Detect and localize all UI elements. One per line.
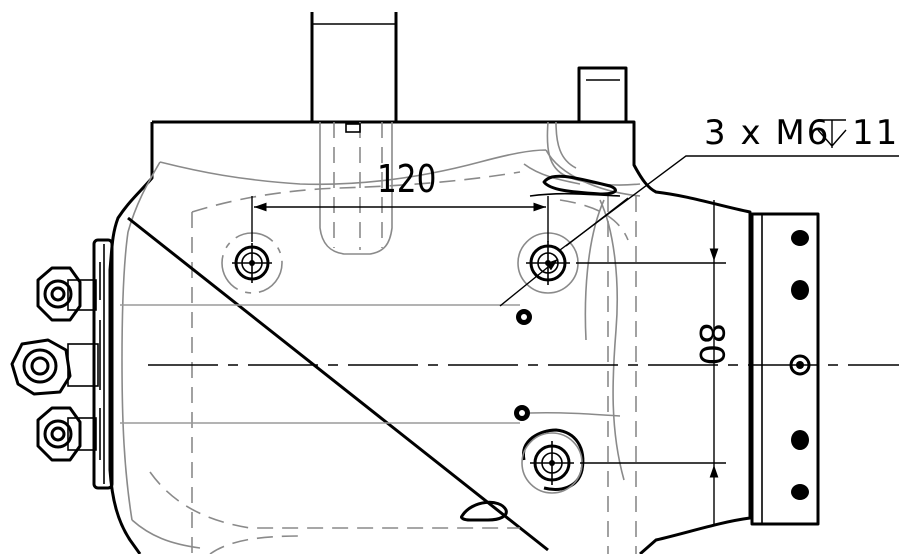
dim-120-label: 120 (377, 158, 436, 202)
flange-bolt (791, 430, 809, 450)
top-small-stub (577, 66, 628, 122)
dimension-80: 80 (576, 200, 731, 526)
bottom-slot (460, 500, 508, 522)
flange-bolt (791, 230, 809, 246)
top-pipe-stub (310, 12, 398, 122)
right-flange (750, 212, 820, 526)
dimension-120: 120 (251, 158, 549, 242)
threaded-hole-right-lower (521, 428, 585, 494)
dim-80-label: 80 (691, 322, 731, 365)
fitting-bottom (36, 406, 97, 462)
fitting-middle (10, 338, 99, 396)
upper-slot (529, 174, 621, 197)
flange-bolt (791, 280, 809, 300)
left-flange (92, 238, 114, 490)
lower-hidden-curves (149, 471, 520, 554)
small-drain-holes (514, 309, 621, 421)
inner-channel (319, 122, 393, 255)
thread-callout: 3 x M6 11 (499, 113, 899, 307)
thread-callout-label: 3 x M6 (704, 113, 830, 153)
thread-depth-label: 11 (852, 113, 899, 153)
depth-symbol-icon (817, 119, 847, 148)
fitting-top (36, 266, 97, 322)
center-lines (120, 304, 899, 424)
flange-bolt (791, 484, 809, 500)
right-channel (523, 121, 641, 481)
hidden-outline (191, 171, 637, 554)
section-cut-line (127, 216, 549, 552)
